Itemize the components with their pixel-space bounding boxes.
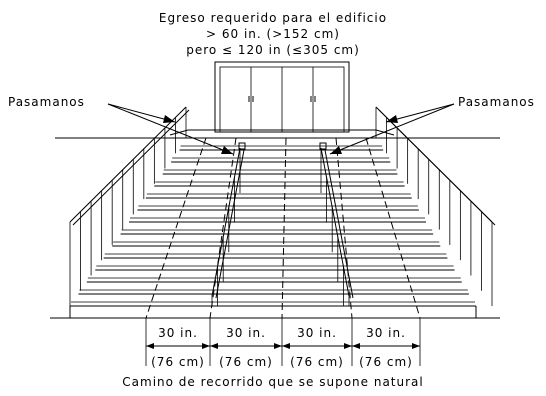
handrails xyxy=(69,106,496,299)
dimension-row: 30 in. (76 cm) 30 in. (76 cm) 30 in. (76 cm) 3… xyxy=(145,318,421,369)
center-handrail-right xyxy=(320,147,350,297)
header-line-2: > 60 in. (>152 cm) xyxy=(206,27,340,41)
center-handrail-right-cap xyxy=(319,142,327,150)
footer-caption: Camino de recorrido que se supone natura… xyxy=(122,375,423,389)
dimension-arrow xyxy=(282,343,290,349)
header-line-1: Egreso requerido para el edificio xyxy=(159,11,387,25)
outer-handrail-right-lower xyxy=(378,109,496,226)
balusters xyxy=(69,107,493,306)
dimension-arrow xyxy=(146,343,154,349)
dimension-arrow xyxy=(210,343,218,349)
lane-width-imperial: 30 in. xyxy=(297,326,337,340)
leader-arrows xyxy=(107,103,455,155)
handrail-label-left: Pasamanos xyxy=(8,95,85,109)
lane-width-metric: (76 cm) xyxy=(290,355,344,369)
center-handrail-left-outer xyxy=(215,149,245,299)
lane-width-imperial: 30 in. xyxy=(158,326,198,340)
dimension-arrow xyxy=(344,343,352,349)
lane-width-imperial: 30 in. xyxy=(366,326,406,340)
lane-boundary xyxy=(209,137,237,319)
travel-lanes xyxy=(145,137,421,319)
outer-handrail-left xyxy=(69,106,187,223)
lane-boundary xyxy=(365,137,421,319)
center-handrail-left-cap xyxy=(238,142,246,150)
lane-width-metric: (76 cm) xyxy=(359,355,413,369)
lane-boundary xyxy=(281,137,287,319)
lane-width-metric: (76 cm) xyxy=(151,355,205,369)
double-doors xyxy=(214,61,350,133)
dimension-arrow xyxy=(202,343,210,349)
dimension-arrow xyxy=(412,343,420,349)
outer-handrail-left-lower xyxy=(72,109,190,226)
dimension-arrow xyxy=(352,343,360,349)
lane-width-imperial: 30 in. xyxy=(226,326,266,340)
lane-boundary xyxy=(335,137,353,319)
lane-boundary xyxy=(145,137,207,319)
handrail-label-right: Pasamanos xyxy=(458,95,535,109)
lane-width-metric: (76 cm) xyxy=(219,355,273,369)
landing xyxy=(55,129,500,139)
stair-treads xyxy=(69,137,477,318)
header-line-3: pero ≤ 120 in (≤305 cm) xyxy=(186,43,360,57)
dimension-arrow xyxy=(274,343,282,349)
